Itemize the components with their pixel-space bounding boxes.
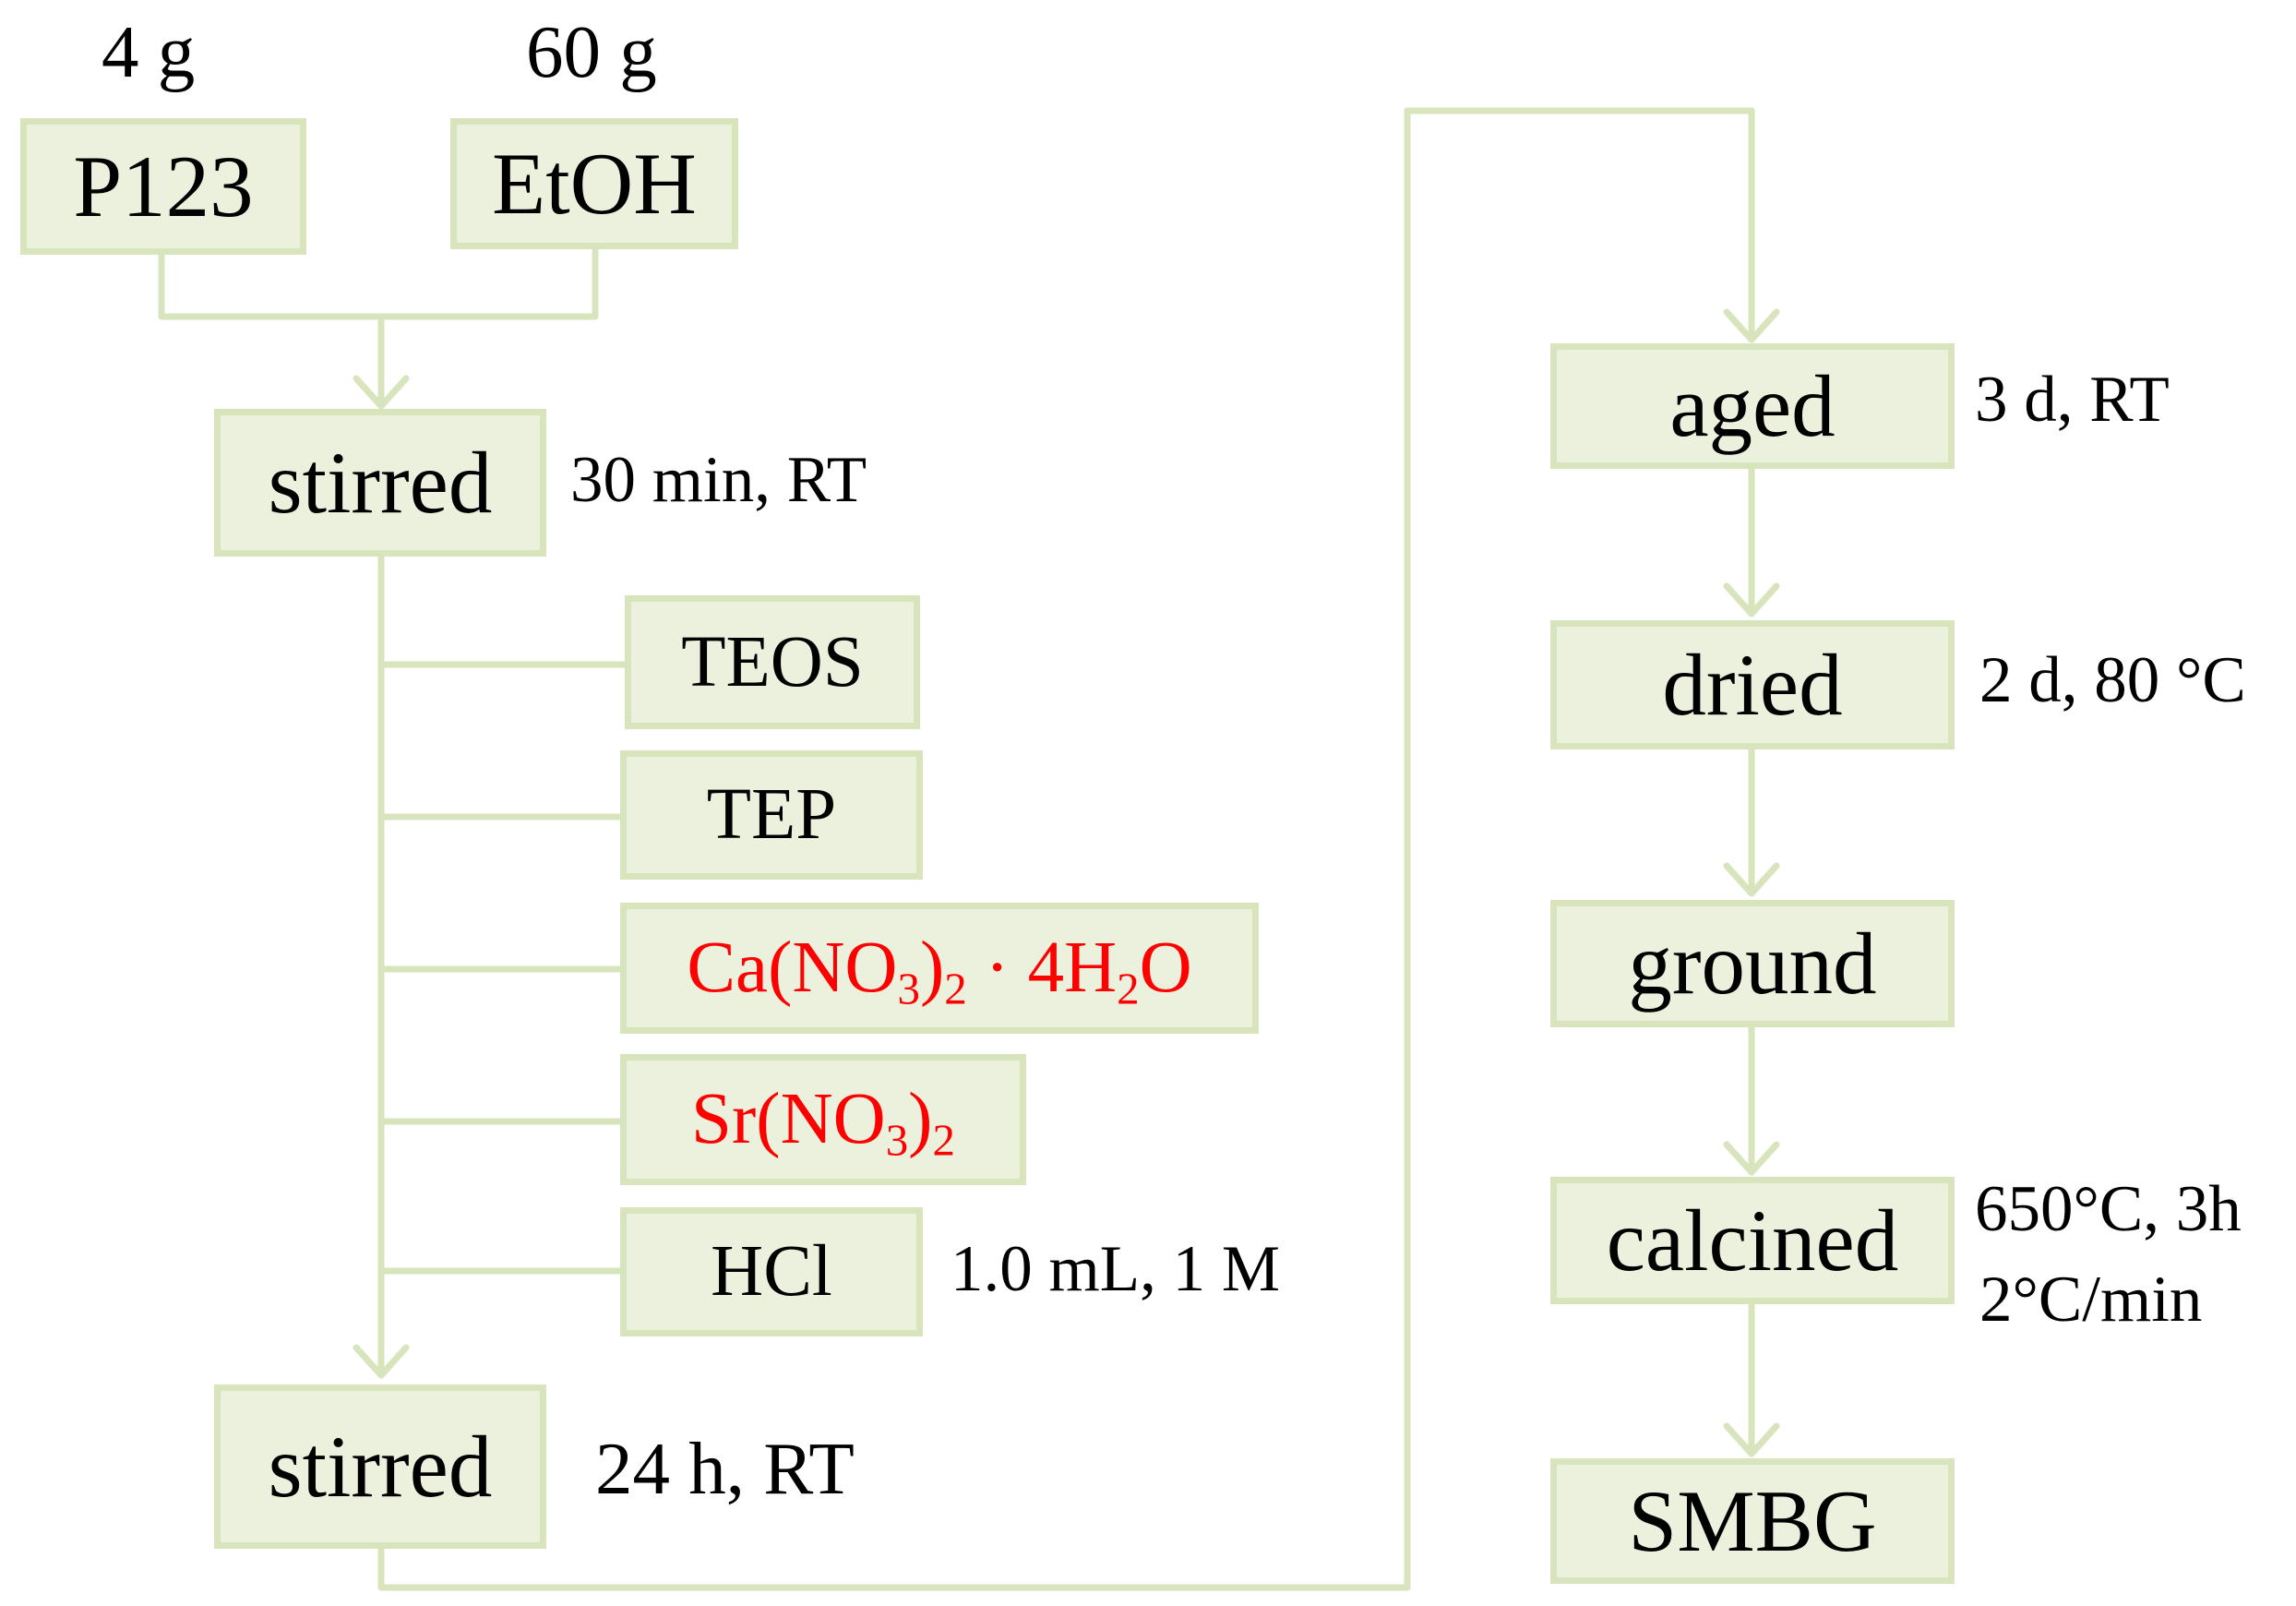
stirred-box-1: stirred bbox=[214, 409, 546, 557]
p123-label: P123 bbox=[73, 138, 254, 235]
calcined-condition-2: 2°C/min bbox=[1979, 1264, 2203, 1336]
ground-box: ground bbox=[1550, 900, 1955, 1027]
strontium-nitrate-box: Sr(NO3)2 bbox=[620, 1054, 1026, 1185]
tep-box: TEP bbox=[620, 750, 923, 880]
arrowhead bbox=[1723, 862, 1780, 897]
arrowhead bbox=[1723, 308, 1780, 343]
stirred-box-2: stirred bbox=[214, 1384, 546, 1549]
p123-box: P123 bbox=[20, 118, 306, 255]
calcium-nitrate-label: Ca(NO3)2 · 4H2O bbox=[687, 928, 1192, 1014]
ground-label: ground bbox=[1628, 915, 1877, 1013]
stirred-1-condition: 30 min, RT bbox=[570, 444, 867, 516]
p123-amount-label: 4 g bbox=[102, 10, 196, 93]
stirred-2-condition: 24 h, RT bbox=[595, 1427, 855, 1510]
calcined-box: calcined bbox=[1550, 1177, 1955, 1304]
teos-box: TEOS bbox=[625, 595, 920, 729]
calcium-nitrate-box: Ca(NO3)2 · 4H2O bbox=[620, 903, 1259, 1034]
hcl-box: HCl bbox=[620, 1207, 923, 1336]
smbg-box: SMBG bbox=[1550, 1458, 1955, 1584]
aged-condition: 3 d, RT bbox=[1975, 364, 2170, 436]
aged-label: aged bbox=[1669, 357, 1836, 455]
stirred-label-1: stirred bbox=[268, 434, 493, 532]
dried-box: dried bbox=[1550, 620, 1955, 749]
calcined-label: calcined bbox=[1606, 1192, 1899, 1289]
aged-box: aged bbox=[1550, 343, 1955, 469]
arrowhead bbox=[1723, 1422, 1780, 1457]
etoh-box: EtOH bbox=[450, 118, 738, 249]
etoh-amount-label: 60 g bbox=[526, 10, 657, 93]
dried-label: dried bbox=[1662, 636, 1843, 734]
smbg-label: SMBG bbox=[1628, 1472, 1877, 1570]
etoh-label: EtOH bbox=[492, 135, 697, 233]
stirred-label-2: stirred bbox=[268, 1418, 493, 1516]
arrowhead bbox=[353, 1344, 410, 1379]
hcl-condition: 1.0 mL, 1 M bbox=[951, 1233, 1280, 1305]
arrowhead bbox=[1723, 582, 1780, 617]
hcl-label: HCl bbox=[711, 1231, 832, 1312]
dried-condition: 2 d, 80 °C bbox=[1979, 644, 2246, 716]
strontium-nitrate-label: Sr(NO3)2 bbox=[691, 1079, 955, 1166]
merge-connector bbox=[158, 246, 599, 320]
teos-label: TEOS bbox=[681, 621, 864, 702]
tep-label: TEP bbox=[706, 774, 837, 855]
arrowhead bbox=[1723, 1141, 1780, 1176]
crossover-connector bbox=[377, 107, 1755, 1591]
calcined-condition-1: 650°C, 3h bbox=[1975, 1173, 2242, 1245]
arrowhead bbox=[353, 375, 410, 410]
